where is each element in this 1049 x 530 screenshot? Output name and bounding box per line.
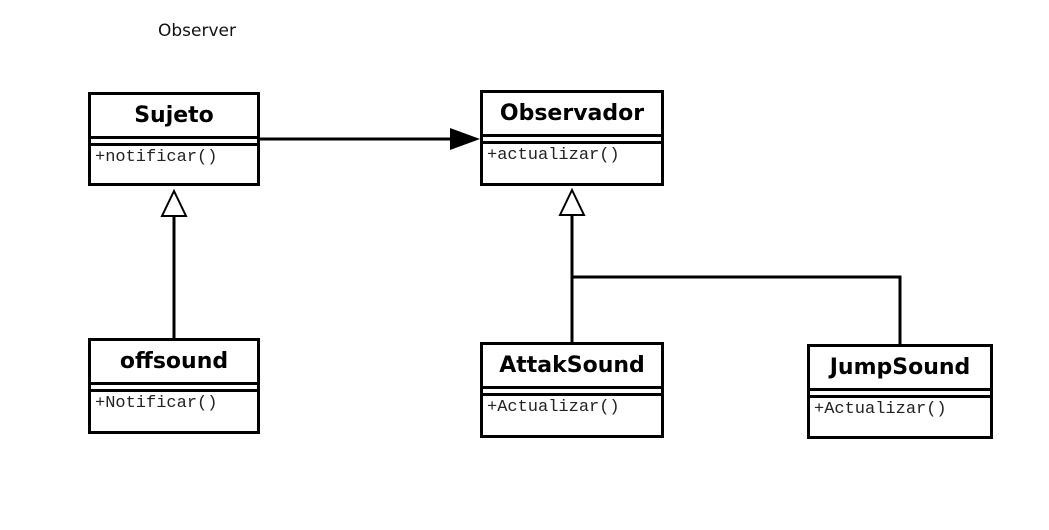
generalization-arrowhead-sujeto: [160, 188, 188, 217]
class-sujeto: Sujeto +notificar(): [88, 92, 260, 186]
class-observador: Observador +actualizar(): [480, 90, 664, 186]
class-name-attaksound: AttakSound: [483, 345, 661, 389]
attributes-compartment-sujeto: [91, 139, 257, 146]
operation-jumpsound: +Actualizar(): [814, 400, 947, 419]
generalization-line-jumpsound: [572, 275, 902, 346]
attributes-compartment-observador: [483, 137, 661, 144]
class-attaksound: AttakSound +Actualizar(): [480, 342, 664, 438]
attributes-compartment-offsound: [91, 385, 257, 392]
class-name-offsound: offsound: [91, 341, 257, 385]
class-name-observador: Observador: [483, 93, 661, 137]
attributes-compartment-attaksound: [483, 389, 661, 396]
class-name-jumpsound: JumpSound: [810, 347, 990, 391]
operation-observador: +actualizar(): [487, 146, 620, 165]
association-arrowhead: [450, 128, 480, 150]
class-offsound: offsound +Notificar(): [88, 338, 260, 434]
attributes-compartment-jumpsound: [810, 391, 990, 398]
operation-attaksound: +Actualizar(): [487, 398, 620, 417]
operation-offsound: +Notificar(): [95, 394, 218, 413]
class-jumpsound: JumpSound +Actualizar(): [807, 344, 993, 439]
generalization-arrowhead-observador: [558, 187, 586, 216]
class-name-sujeto: Sujeto: [91, 95, 257, 139]
operation-sujeto: +notificar(): [95, 148, 218, 167]
diagram-title: Observer: [158, 21, 236, 41]
